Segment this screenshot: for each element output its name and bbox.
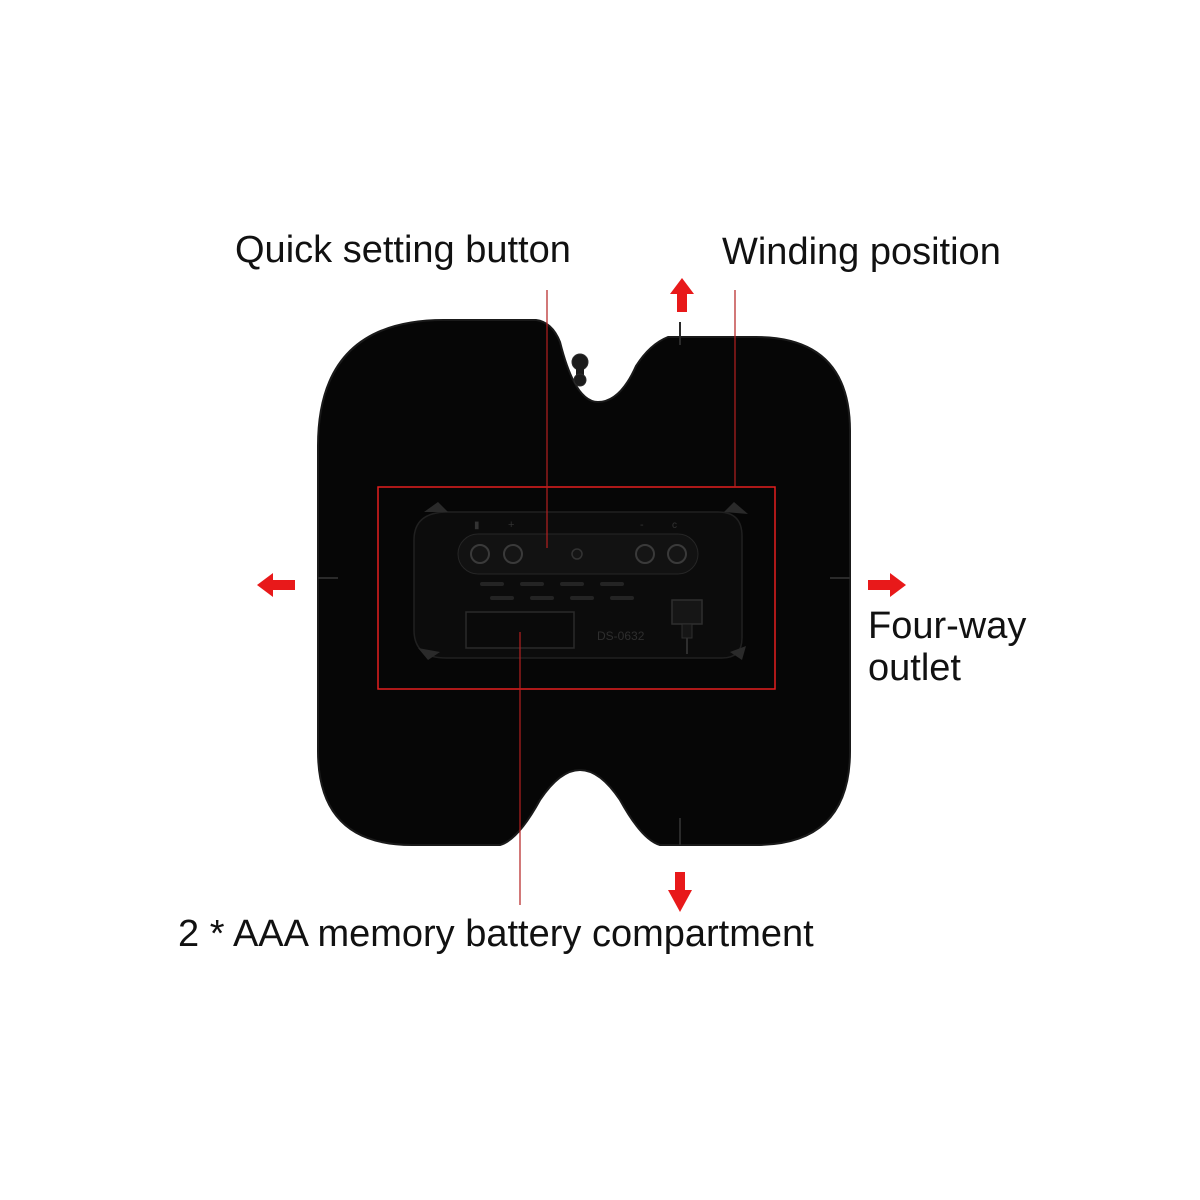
label-four-way-outlet-line1: Four-way [868, 605, 1027, 647]
svg-text:+: + [508, 519, 514, 531]
winding-knob [671, 599, 703, 625]
svg-text:▮: ▮ [474, 520, 480, 531]
keyhole-hanger-icon [571, 353, 589, 387]
svg-text:c: c [672, 520, 677, 531]
panel-button-3 [635, 544, 655, 564]
label-quick-setting-button: Quick setting button [235, 229, 571, 271]
arrow-up-icon [670, 278, 694, 312]
panel-button-4 [667, 544, 687, 564]
label-battery-compartment: 2 * AAA memory battery compartment [178, 913, 814, 955]
movement-highlight-box [377, 486, 776, 690]
arrow-down-icon [668, 872, 692, 912]
panel-button-1 [470, 544, 490, 564]
svg-text:-: - [640, 519, 644, 531]
model-marking: DS-0632 [597, 629, 645, 643]
arrow-left-icon [257, 573, 295, 597]
label-winding-position: Winding position [722, 231, 1001, 273]
movement-panel: ▮ + - c DS-0632 [413, 502, 748, 660]
panel-button-2 [503, 544, 523, 564]
vent-slots [480, 582, 634, 600]
panel-button-center [571, 548, 583, 560]
label-four-way-outlet: Four-way outlet [868, 605, 1027, 690]
arrow-right-icon [868, 573, 906, 597]
label-four-way-outlet-line2: outlet [868, 646, 961, 689]
